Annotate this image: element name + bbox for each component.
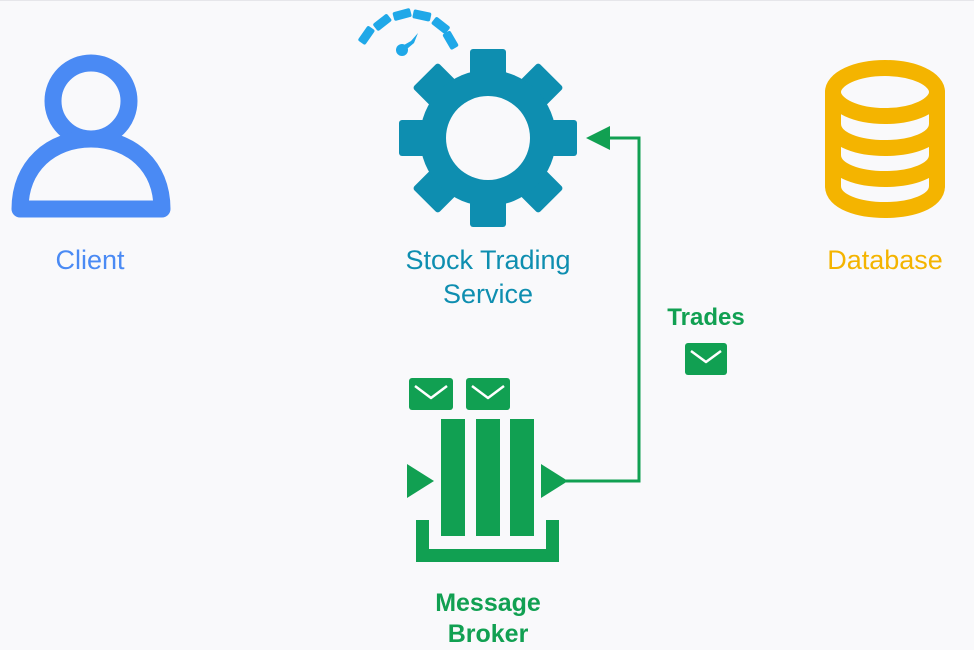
trades-edge <box>566 126 641 483</box>
envelope-icon <box>685 343 727 375</box>
database-icon <box>825 60 945 218</box>
envelope-icon <box>409 378 453 410</box>
trades-arrowhead <box>586 126 610 150</box>
speedometer-icon <box>358 8 459 56</box>
message-queue-icon <box>407 378 568 562</box>
message-broker-label: Message Broker <box>388 588 588 650</box>
queue-output-arrow <box>541 464 568 498</box>
trades-label: Trades <box>667 304 745 331</box>
broker-label-line1: Message <box>435 589 541 617</box>
broker-label-line2: Broker <box>447 620 529 648</box>
service-label-line1: Stock Trading <box>405 245 571 275</box>
envelope-icon <box>466 378 510 410</box>
stock-trading-service-label: Stock Trading Service <box>370 243 606 311</box>
top-border <box>0 0 974 1</box>
gear-icon <box>399 49 577 227</box>
database-label: Database <box>827 245 943 275</box>
service-label-line2: Service <box>442 279 534 309</box>
person-icon <box>11 54 171 218</box>
queue-input-arrow <box>407 464 434 498</box>
client-label: Client <box>55 245 125 275</box>
